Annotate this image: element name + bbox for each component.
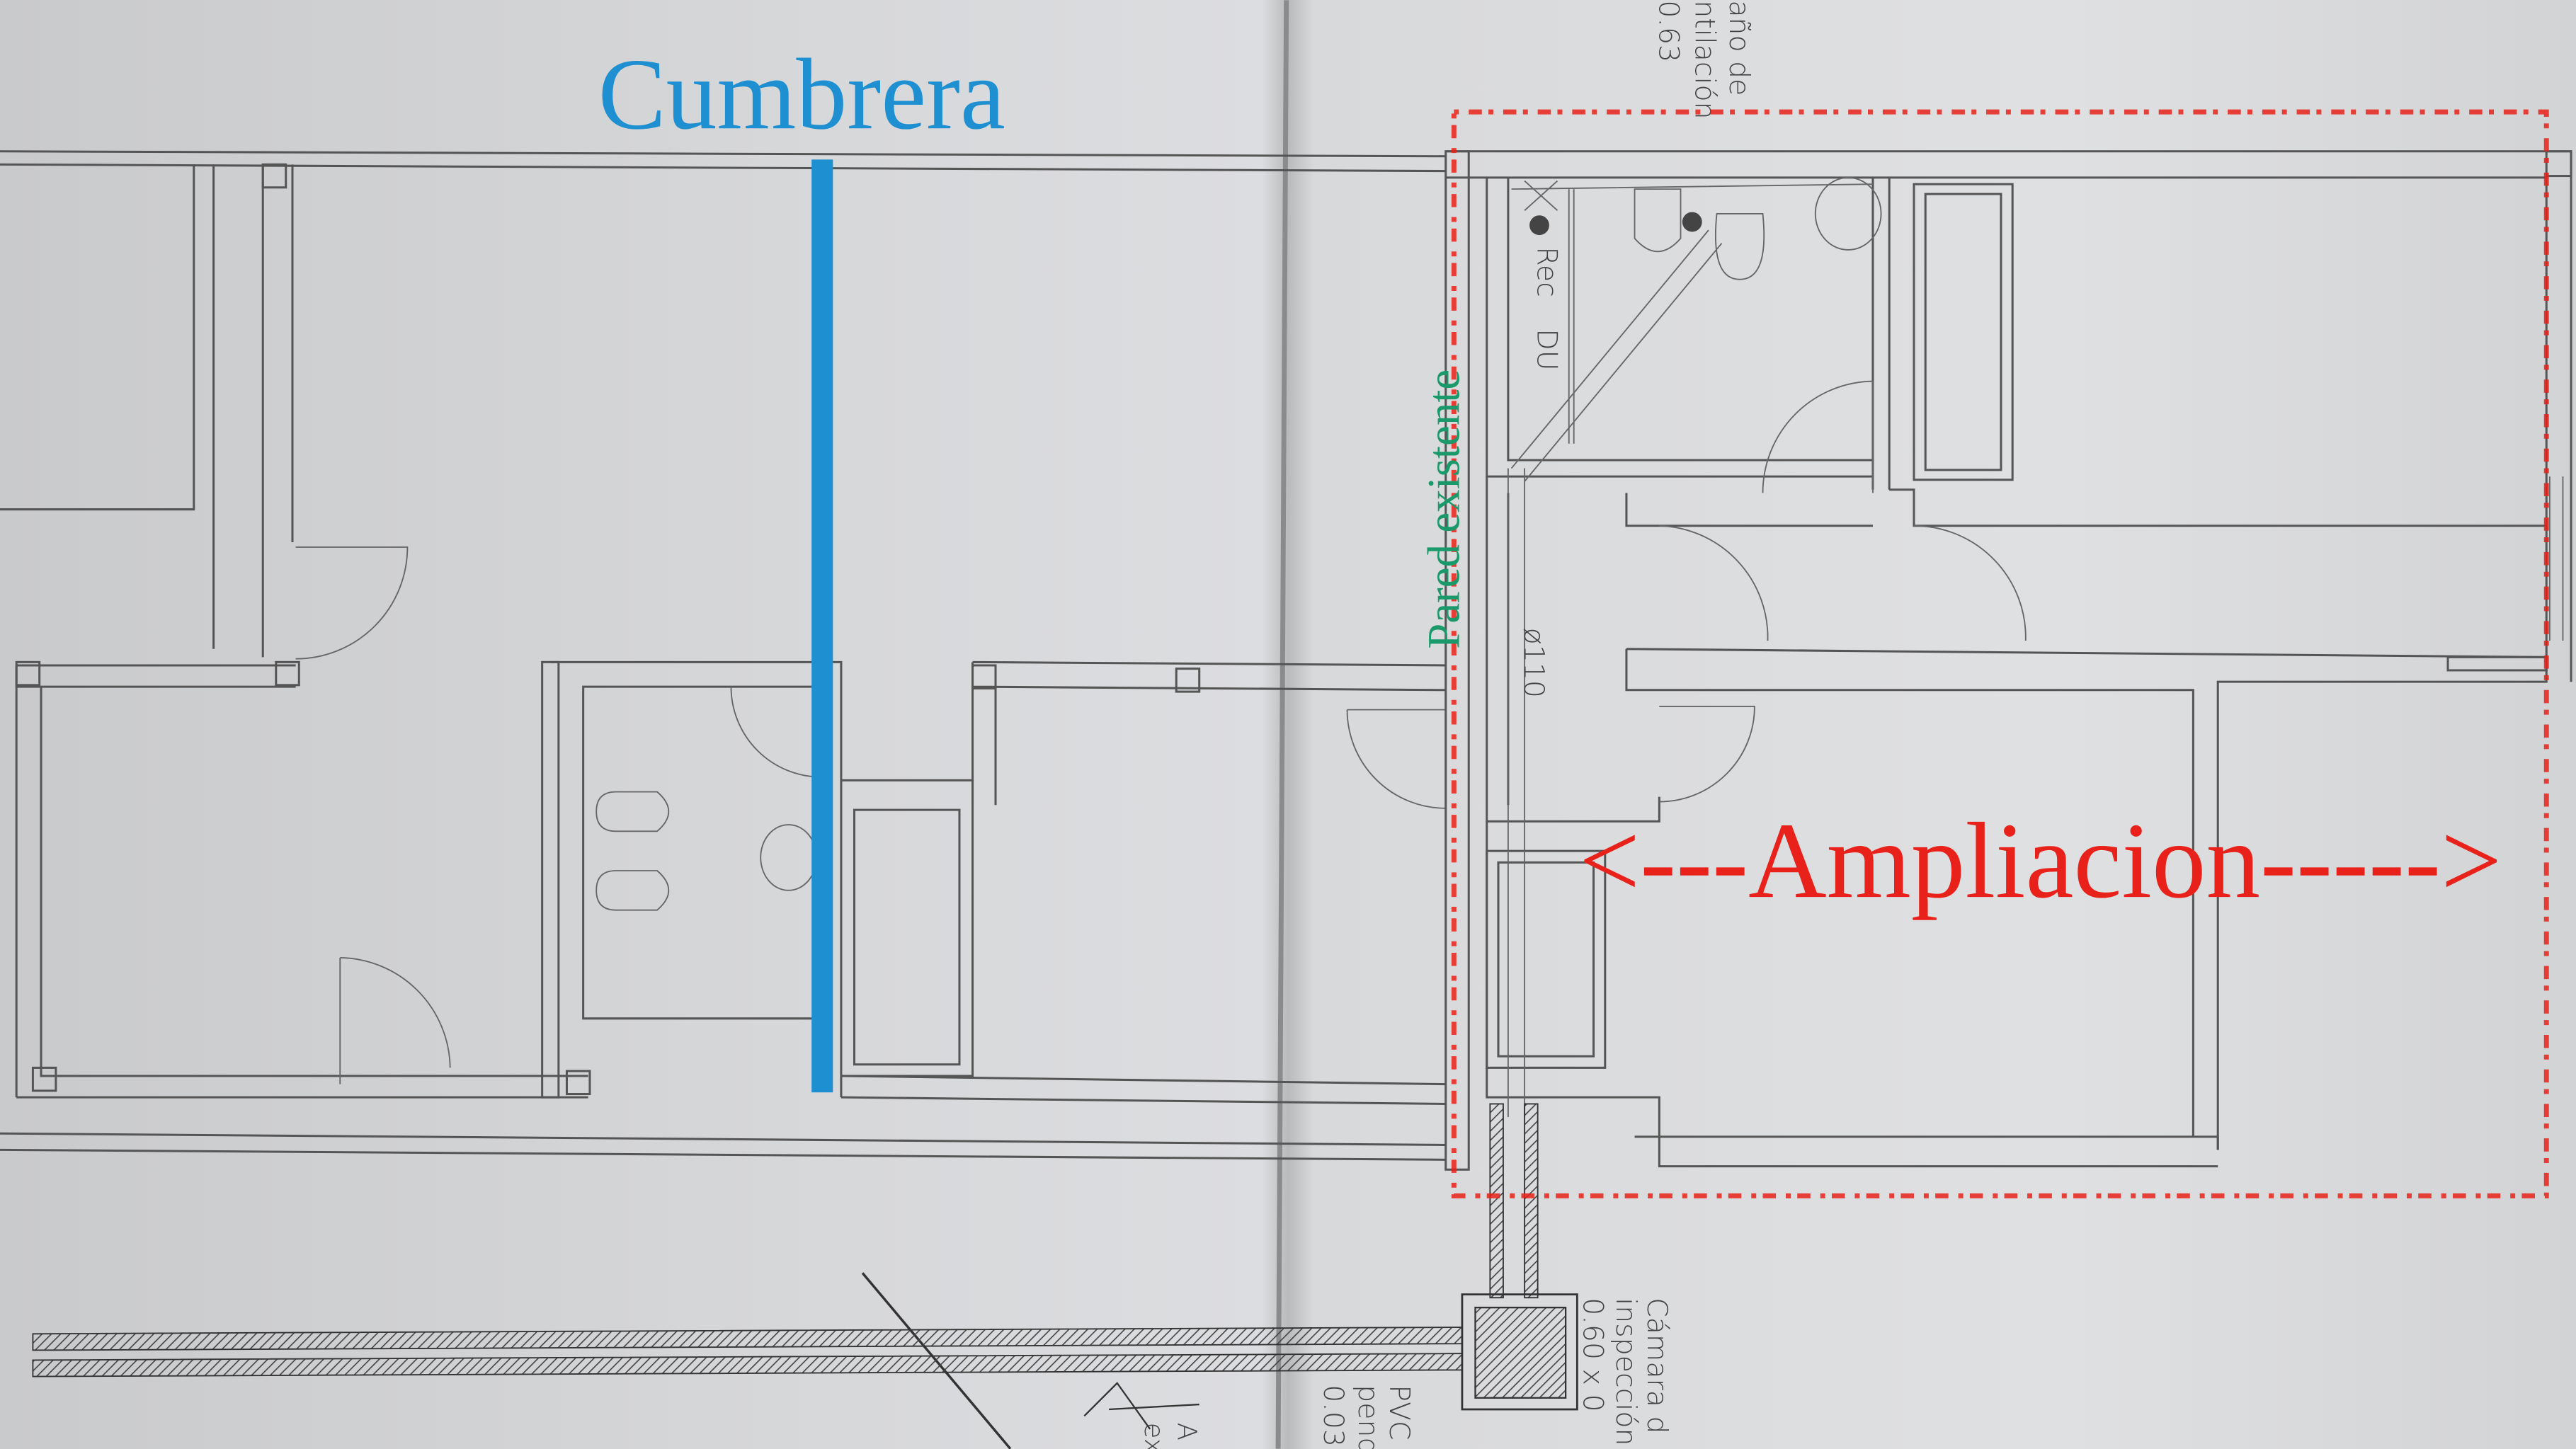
extension-boundary <box>1451 109 2549 1198</box>
existing-house-walls <box>0 150 1446 1449</box>
extension-label: <---Ampliacion-----> <box>1579 801 2502 921</box>
label-bath-vent-2: ntilación <box>1688 0 1721 119</box>
label-du: DU <box>1531 328 1563 370</box>
label-chamber-2: inspección <box>1609 1298 1642 1445</box>
label-chamber-3: 0.60 x 0 <box>1577 1298 1609 1411</box>
label-pvc-2: pend <box>1352 1385 1384 1449</box>
sewer-pipes <box>32 1103 1578 1430</box>
extension-walls <box>1444 150 2572 1171</box>
ridge-line <box>811 159 833 1093</box>
existing-wall-label: Pared existente <box>1418 370 1469 649</box>
label-arrow-1: A <box>1172 1423 1202 1441</box>
label-bath-vent-1: año de <box>1723 0 1755 96</box>
label-arrow-2: ex <box>1139 1423 1169 1449</box>
inspection-chamber <box>1461 1293 1578 1411</box>
label-rec: Rec <box>1531 246 1563 297</box>
label-chamber-1: Cámara d <box>1641 1298 1673 1433</box>
label-pipe-diameter: ø110 <box>1517 628 1550 698</box>
label-pvc-3: 0.03 <box>1317 1385 1350 1447</box>
label-pvc-1: PVC <box>1383 1385 1415 1440</box>
paper-fold <box>1275 0 1289 1449</box>
ridge-label: Cumbrera <box>598 38 1005 151</box>
plan-labels: Rec DU ø110 año de ntilación 0.63 Cámara… <box>1139 0 1755 1449</box>
label-bath-vent-3: 0.63 <box>1652 0 1685 62</box>
